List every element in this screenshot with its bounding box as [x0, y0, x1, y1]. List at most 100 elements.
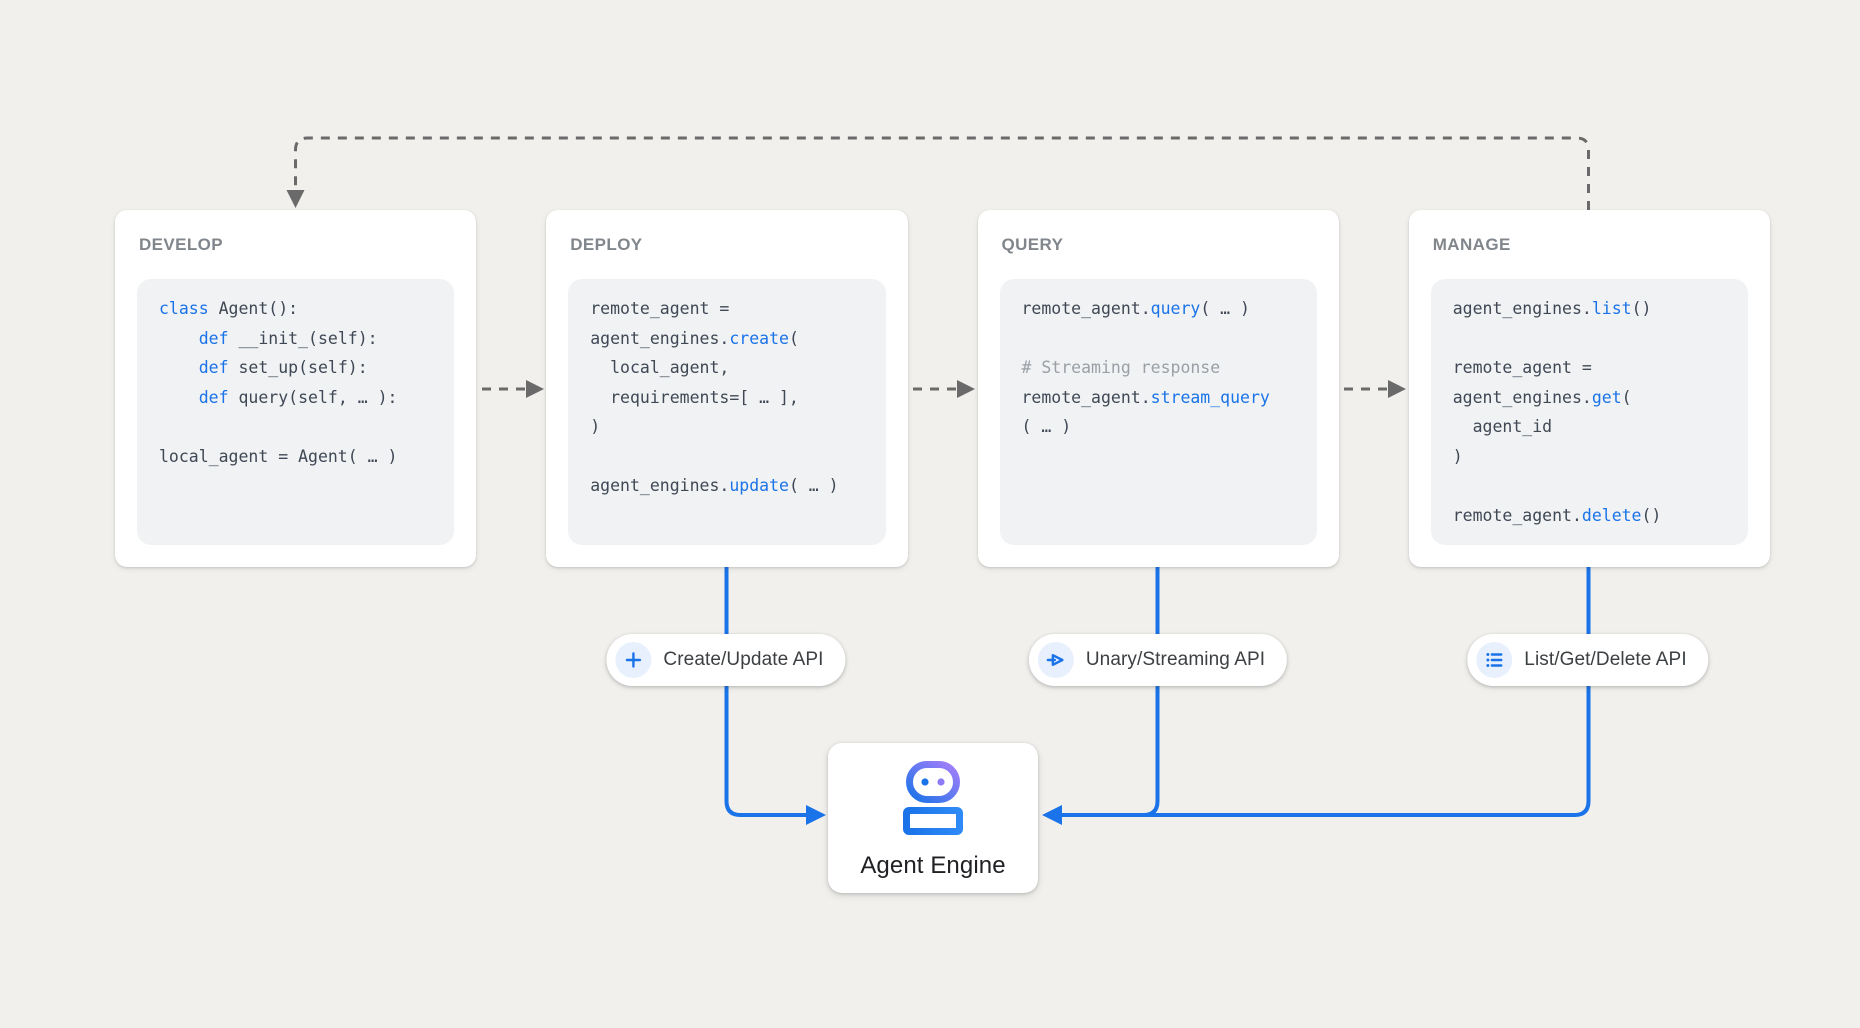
- code-line: ): [590, 412, 863, 442]
- agent-engine-node: Agent Engine: [828, 743, 1038, 893]
- code-text: set_up(self):: [228, 358, 368, 377]
- code-text: agent_engines.: [1452, 387, 1592, 407]
- code-keyword: create: [729, 328, 789, 348]
- code-keyword: class: [159, 299, 209, 318]
- code-text: agent_id: [1452, 417, 1553, 436]
- manage-code-block: agent_engines.list() remote_agent =agent…: [1430, 279, 1748, 545]
- send-icon: [1037, 642, 1074, 678]
- pill-label: Create/Update API: [663, 649, 824, 670]
- pill-label: List/Get/Delete API: [1524, 649, 1687, 670]
- query-card-title: QUERY: [1001, 235, 1064, 254]
- code-text: ( … ): [1021, 417, 1072, 436]
- code-line: remote_agent =: [590, 294, 863, 324]
- develop-card: DEVELOP class Agent(): def __init_(self)…: [115, 210, 477, 567]
- code-line: [1453, 471, 1726, 501]
- code-keyword: get: [1591, 387, 1622, 407]
- deploy-to-query-arrowhead-icon: [957, 380, 975, 398]
- code-line: # Streaming response: [1022, 353, 1295, 383]
- code-text: requirements=[ … ],: [590, 387, 799, 407]
- code-keyword: def: [198, 387, 229, 407]
- code-line: [159, 412, 432, 442]
- stage-cards-row: DEVELOP class Agent(): def __init_(self)…: [115, 210, 1770, 567]
- query-card: QUERY remote_agent.query( … ) # Streamin…: [977, 210, 1339, 567]
- manage-card-title: MANAGE: [1432, 235, 1511, 254]
- unary-streaming-api-pill: Unary/Streaming API: [1028, 634, 1288, 686]
- query-to-engine-line: [1090, 567, 1160, 817]
- code-keyword: query: [1150, 299, 1201, 318]
- code-text: __init_(self):: [228, 328, 378, 348]
- code-line: agent_engines.get(: [1453, 383, 1726, 413]
- develop-card-title: DEVELOP: [139, 235, 224, 254]
- code-line: remote_agent.delete(): [1453, 501, 1726, 531]
- manage-to-engine-line: [1060, 567, 1591, 817]
- code-text: [159, 388, 199, 407]
- code-line: def set_up(self):: [159, 353, 432, 383]
- code-text: remote_agent.: [1021, 387, 1151, 407]
- feedback-loop-arrowhead-icon: [286, 190, 305, 208]
- code-line: [1022, 324, 1295, 354]
- code-line: remote_agent.stream_query: [1022, 383, 1295, 413]
- code-line: def query(self, … ):: [159, 383, 432, 413]
- list-icon: [1476, 642, 1513, 678]
- create-update-api-pill: Create/Update API: [606, 634, 846, 686]
- code-text: remote_agent.: [1452, 505, 1582, 525]
- code-line: class Agent():: [159, 294, 432, 324]
- code-line: ): [1453, 442, 1726, 472]
- code-line: remote_agent.query( … ): [1022, 294, 1295, 324]
- code-text: (): [1641, 505, 1662, 525]
- deploy-to-engine-arrowhead-icon: [806, 805, 826, 825]
- code-line: local_agent = Agent( … ): [159, 442, 432, 472]
- develop-to-deploy-arrowhead-icon: [526, 380, 544, 398]
- deploy-code-block: remote_agent =agent_engines.create( loca…: [568, 279, 886, 545]
- query-to-manage-arrowhead-icon: [1388, 380, 1406, 398]
- code-keyword: list: [1591, 299, 1632, 318]
- code-text: agent_engines.: [590, 328, 730, 348]
- code-keyword: def: [198, 328, 229, 348]
- code-text: remote_agent =: [590, 299, 730, 318]
- code-line: [590, 442, 863, 472]
- deploy-to-engine-line: [724, 567, 808, 817]
- code-comment: # Streaming response: [1021, 358, 1221, 377]
- code-line: agent_engines.create(: [590, 324, 863, 354]
- plus-icon: [615, 642, 652, 678]
- code-text: agent_engines.: [1452, 299, 1592, 318]
- manage-card: MANAGE agent_engines.list() remote_agent…: [1408, 210, 1770, 567]
- code-text: ( … ): [788, 476, 839, 495]
- code-text: ): [1452, 446, 1463, 466]
- develop-code-block: class Agent(): def __init_(self): def se…: [137, 279, 455, 545]
- code-line: [1453, 324, 1726, 354]
- engine-left-arrowhead-icon: [1042, 805, 1062, 825]
- code-text: remote_agent =: [1452, 358, 1592, 377]
- agent-engine-label: Agent Engine: [860, 851, 1006, 879]
- code-text: [159, 329, 199, 348]
- code-line: requirements=[ … ],: [590, 383, 863, 413]
- code-line: ( … ): [1022, 412, 1295, 442]
- robot-icon: [902, 760, 964, 840]
- code-keyword: def: [198, 358, 229, 377]
- code-keyword: delete: [1581, 505, 1642, 525]
- query-code-block: remote_agent.query( … ) # Streaming resp…: [999, 279, 1317, 545]
- code-text: agent_engines.: [590, 476, 730, 495]
- deploy-card: DEPLOY remote_agent =agent_engines.creat…: [546, 210, 908, 567]
- code-text: Agent():: [208, 299, 299, 318]
- code-keyword: update: [729, 476, 789, 495]
- code-line: def __init_(self):: [159, 324, 432, 354]
- pill-label: Unary/Streaming API: [1085, 649, 1266, 670]
- code-text: (: [788, 328, 799, 348]
- code-line: local_agent,: [590, 353, 863, 383]
- code-text: remote_agent.: [1021, 299, 1151, 318]
- code-text: ( … ): [1200, 299, 1250, 318]
- code-text: local_agent = Agent( … ): [159, 446, 398, 466]
- deploy-card-title: DEPLOY: [570, 235, 643, 254]
- code-text: (: [1621, 387, 1632, 407]
- code-line: agent_id: [1453, 412, 1726, 442]
- code-line: remote_agent =: [1453, 353, 1726, 383]
- code-line: agent_engines.list(): [1453, 294, 1726, 324]
- code-line: agent_engines.update( … ): [590, 471, 863, 501]
- code-text: query(self, … ):: [228, 387, 398, 407]
- code-keyword: stream_query: [1150, 387, 1270, 407]
- code-text: [159, 358, 199, 377]
- feedback-loop-dashed-line: [294, 136, 1590, 210]
